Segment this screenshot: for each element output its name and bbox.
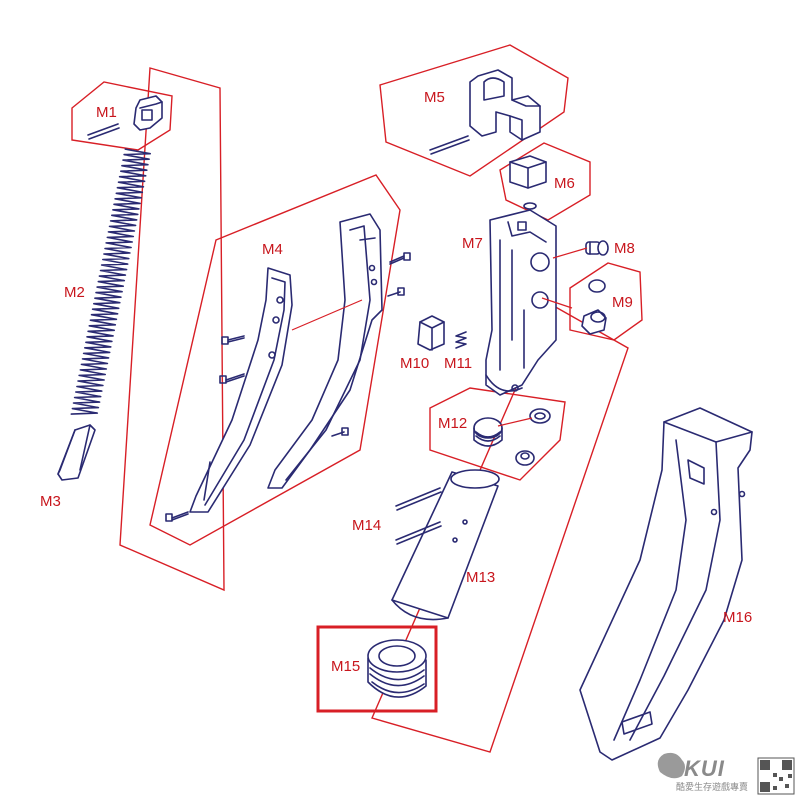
part-m10-clip: [417, 315, 445, 351]
frame-m5: [379, 44, 569, 177]
label-m10: M10: [400, 355, 429, 372]
label-m14: M14: [352, 517, 381, 534]
label-m5: M5: [424, 89, 445, 106]
leader-m12: [497, 417, 533, 427]
label-m8: M8: [614, 240, 635, 257]
part-m8-bolt: [585, 240, 609, 256]
brand-logo: KUI 酷愛生存遊戲專賣: [657, 752, 748, 793]
brand-tagline: 酷愛生存遊戲專賣: [676, 781, 748, 793]
label-m16: M16: [723, 609, 752, 626]
part-m1-catch: [87, 95, 163, 140]
label-m1: M1: [96, 104, 117, 121]
leader-m4: [291, 299, 363, 331]
leader-m9: [541, 297, 573, 309]
part-m4-side-plates: [165, 213, 411, 522]
label-m13: M13: [466, 569, 495, 586]
label-m3: M3: [40, 493, 61, 510]
qr-code-icon: [757, 757, 795, 795]
frame-m13-m16-group: [371, 304, 629, 753]
part-m13-tube: [391, 469, 500, 621]
label-m15: M15: [331, 658, 360, 675]
label-m12: M12: [438, 415, 467, 432]
label-m6: M6: [554, 175, 575, 192]
frame-m4: [149, 174, 401, 546]
part-m3-follower: [57, 424, 96, 481]
part-m7-housing: [485, 209, 557, 396]
brand-name: KUI: [684, 756, 725, 781]
part-m6-block: [509, 155, 547, 210]
part-m9-plug: [581, 279, 607, 335]
label-m9: M9: [612, 294, 633, 311]
part-m16-magazine: [579, 407, 753, 761]
part-m5-block: [429, 69, 541, 155]
part-m15-end-cap: [367, 639, 427, 698]
frame-m12: [429, 387, 566, 481]
frame-m2-m4-group: [119, 67, 225, 592]
frame-m9: [569, 262, 643, 341]
part-m2-spring: [70, 148, 151, 415]
brand-lion-icon: [657, 752, 685, 779]
label-m11: M11: [444, 355, 472, 372]
highlight-box-m15: [316, 625, 438, 713]
leader-m8: [552, 247, 588, 259]
label-m2: M2: [64, 284, 85, 301]
label-m7: M7: [462, 235, 483, 252]
label-m4: M4: [262, 241, 283, 258]
frame-m1: [71, 81, 173, 151]
frame-m6: [499, 142, 591, 221]
part-m14-pins: [395, 487, 442, 545]
part-m11-small-spring: [455, 331, 467, 349]
part-m12-nut-set: [473, 408, 551, 466]
